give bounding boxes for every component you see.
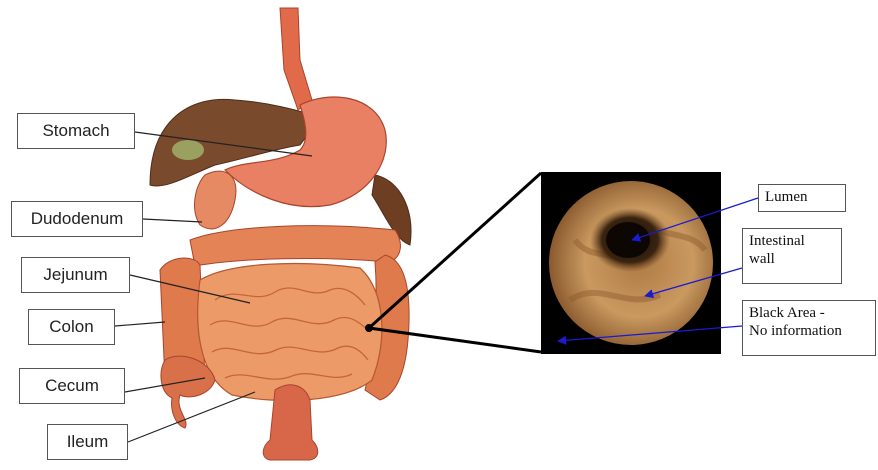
duodenum [195, 171, 236, 229]
leader-colon [115, 322, 165, 326]
label-lumen-text: Lumen [765, 189, 808, 205]
label-intestinal-wall: Intestinal wall [742, 228, 842, 284]
label-black-area-line1: Black Area - [749, 304, 869, 322]
label-jejunum: Jejunum [21, 257, 130, 293]
label-black-area-line2: No information [749, 322, 869, 340]
label-ileum: Ileum [47, 424, 128, 460]
callout-point [365, 324, 373, 332]
label-colon-text: Colon [49, 317, 93, 337]
leader-ileum [128, 392, 255, 442]
label-lumen: Lumen [758, 184, 846, 212]
lumen-core [606, 222, 650, 258]
label-duodenum-text: Dudodenum [31, 209, 124, 229]
label-cecum: Cecum [19, 368, 125, 404]
label-stomach-text: Stomach [42, 121, 109, 141]
gallbladder [172, 140, 204, 160]
label-jejunum-text: Jejunum [43, 265, 107, 285]
label-black-area: Black Area - No information [742, 300, 876, 356]
label-ileum-text: Ileum [67, 432, 109, 452]
label-intestinal-wall-line1: Intestinal [749, 232, 835, 250]
transverse-colon [190, 226, 400, 266]
small-intestine [198, 264, 382, 401]
cecum [161, 356, 215, 428]
label-colon: Colon [28, 309, 115, 345]
esophagus [280, 8, 312, 110]
label-intestinal-wall-line2: wall [749, 250, 835, 268]
label-duodenum: Dudodenum [11, 201, 143, 237]
label-stomach: Stomach [17, 113, 135, 149]
label-cecum-text: Cecum [45, 376, 99, 396]
leader-duodenum [143, 219, 202, 222]
